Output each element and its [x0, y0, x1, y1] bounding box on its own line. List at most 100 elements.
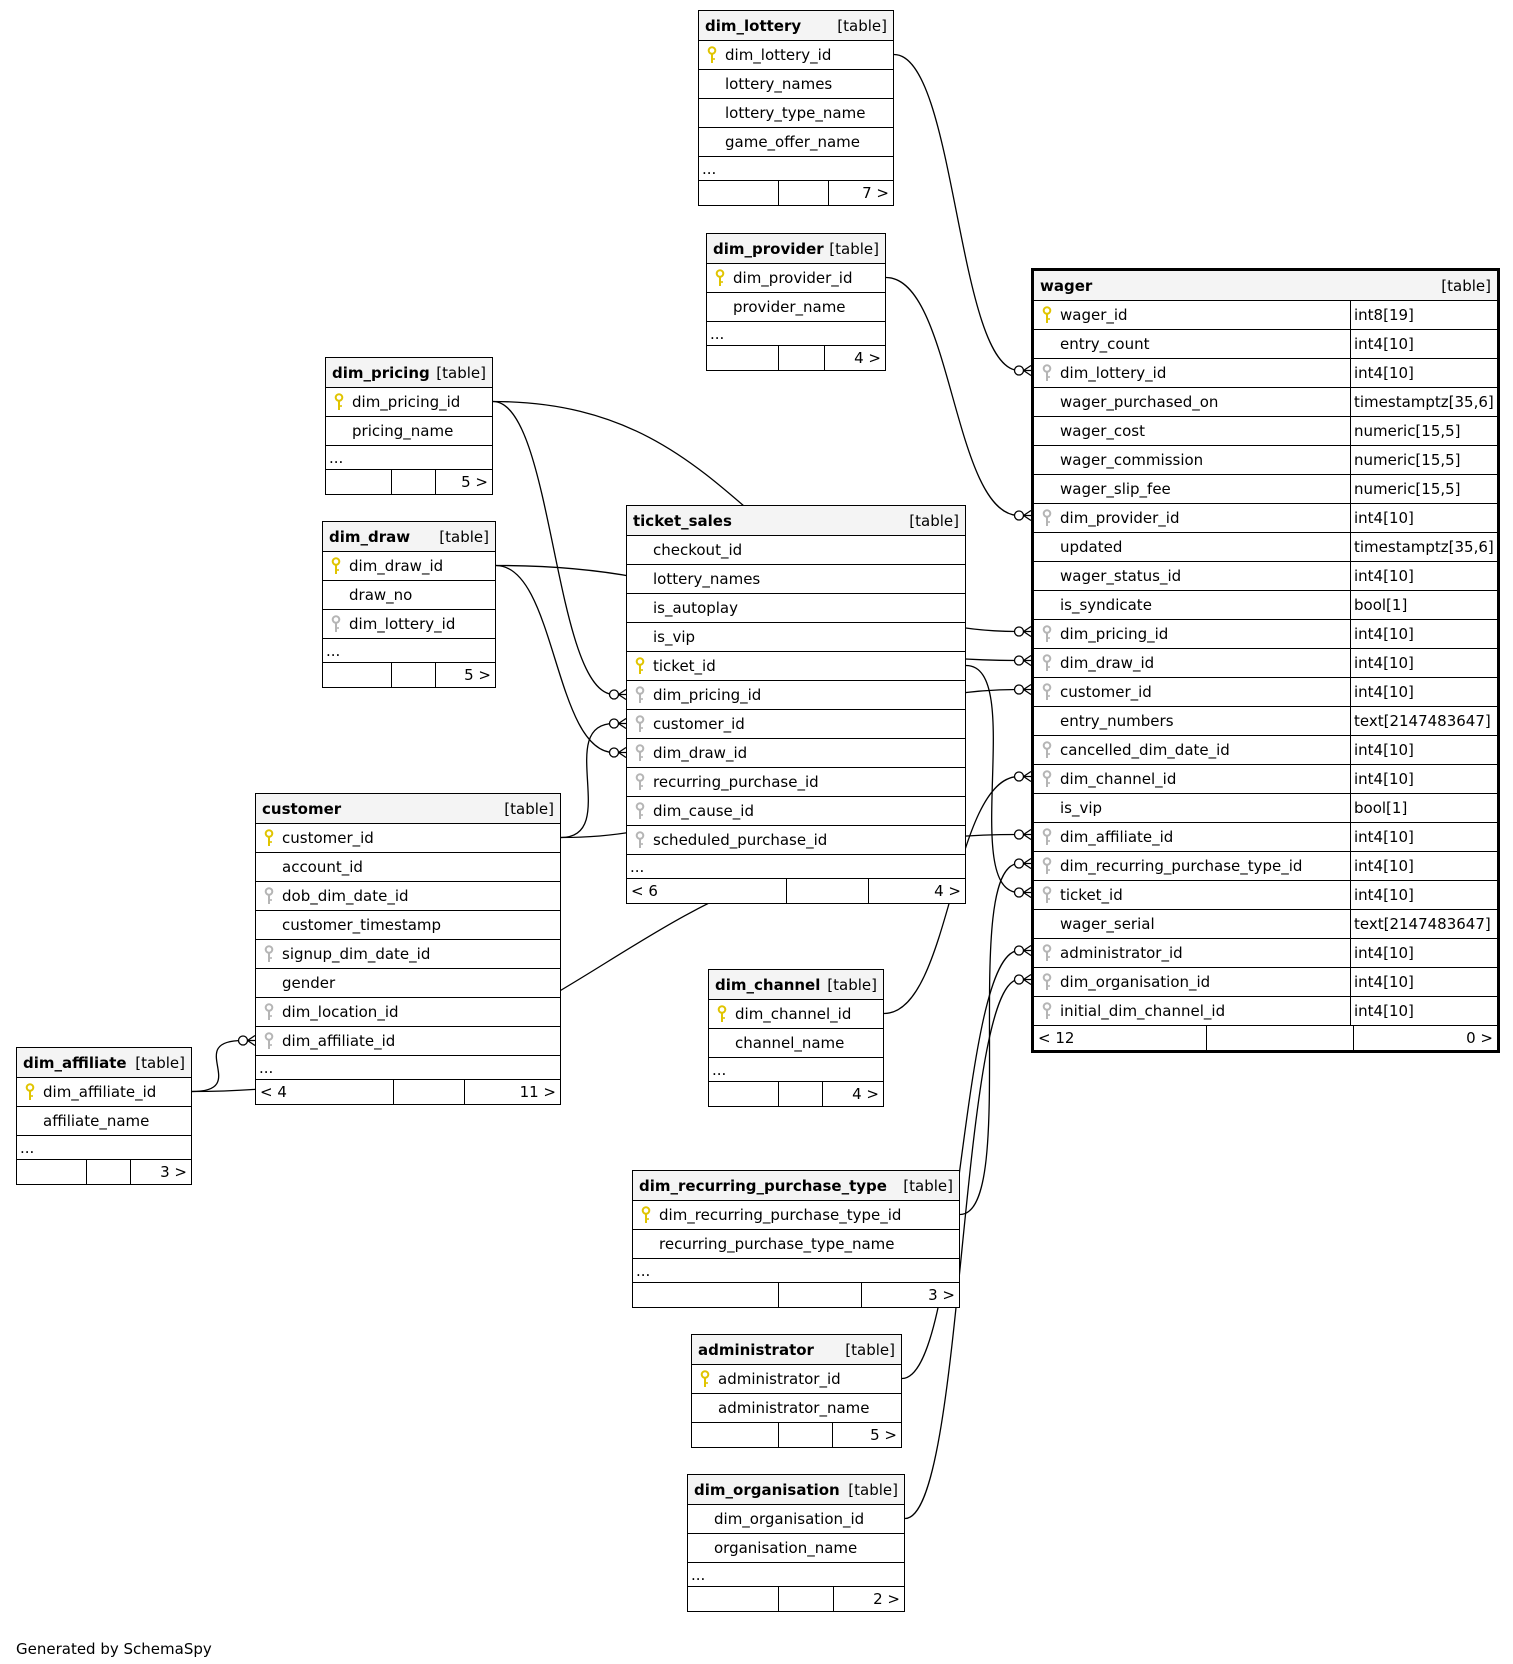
column-row[interactable]: lottery_names [627, 565, 965, 594]
column-row[interactable]: account_id [256, 853, 560, 882]
table-name[interactable]: dim_organisation [694, 1480, 840, 1499]
more-columns-indicator[interactable]: ... [323, 639, 495, 663]
children-count[interactable]: 11 > [519, 1083, 556, 1101]
column-row[interactable]: provider_name [707, 293, 885, 322]
column-row[interactable]: dim_pricing_id [627, 681, 965, 710]
column-row[interactable]: dim_affiliate_id [256, 1027, 560, 1056]
more-columns-indicator[interactable]: ... [699, 157, 893, 181]
column-row[interactable]: affiliate_name [17, 1107, 191, 1136]
table-name[interactable]: administrator [698, 1340, 814, 1359]
children-count[interactable]: 4 > [852, 1085, 879, 1103]
column-row[interactable]: dim_provider_id [707, 264, 885, 293]
column-row[interactable]: lottery_type_name [699, 99, 893, 128]
column-row[interactable]: administrator_id [692, 1365, 901, 1394]
table-name[interactable]: dim_pricing [332, 363, 430, 382]
table-dim-organisation[interactable]: dim_organisation[table]dim_organisation_… [687, 1474, 905, 1612]
column-row[interactable]: dim_pricing_id [326, 388, 492, 417]
parents-count[interactable] [707, 346, 779, 370]
children-count[interactable]: 3 > [160, 1163, 187, 1181]
column-row[interactable]: signup_dim_date_id [256, 940, 560, 969]
column-row[interactable]: dim_draw_id [627, 739, 965, 768]
more-columns-indicator[interactable]: ... [688, 1563, 904, 1587]
column-row[interactable]: dim_affiliate_id [17, 1078, 191, 1107]
children-count[interactable]: 5 > [870, 1426, 897, 1444]
table-name[interactable]: dim_channel [715, 975, 821, 994]
more-columns-indicator[interactable]: ... [17, 1136, 191, 1160]
column-row[interactable]: dim_channel_id [709, 1000, 883, 1029]
children-count[interactable]: 2 > [873, 1590, 900, 1608]
column-row[interactable]: dob_dim_date_id [256, 882, 560, 911]
column-row[interactable]: customer_id [256, 824, 560, 853]
column-row[interactable]: gender [256, 969, 560, 998]
more-columns-indicator[interactable]: ... [326, 446, 492, 470]
column-row[interactable]: scheduled_purchase_id [627, 826, 965, 855]
column-row[interactable]: is_autoplay [627, 594, 965, 623]
table-name[interactable]: dim_affiliate [23, 1053, 127, 1072]
table-name[interactable]: customer [262, 799, 342, 818]
table-dim-recurring-purchase-type[interactable]: dim_recurring_purchase_type[table]dim_re… [632, 1170, 960, 1308]
parents-count[interactable] [709, 1082, 779, 1106]
column-row[interactable]: dim_organisation_id [688, 1505, 904, 1534]
column-row[interactable]: recurring_purchase_id [627, 768, 965, 797]
column-row[interactable]: draw_no [323, 581, 495, 610]
parents-count[interactable] [688, 1587, 779, 1611]
table-name[interactable]: ticket_sales [633, 511, 732, 530]
parents-count[interactable] [326, 470, 392, 494]
children-count[interactable]: 5 > [464, 666, 491, 684]
column-row[interactable]: organisation_name [688, 1534, 904, 1563]
column-row[interactable]: pricing_name [326, 417, 492, 446]
more-columns-indicator[interactable]: ... [633, 1259, 959, 1283]
children-count[interactable]: 3 > [928, 1286, 955, 1304]
children-count[interactable]: 5 > [461, 473, 488, 491]
column-row[interactable]: game_offer_name [699, 128, 893, 157]
column-row[interactable]: channel_name [709, 1029, 883, 1058]
column-row[interactable]: dim_location_id [256, 998, 560, 1027]
parents-count[interactable] [17, 1160, 87, 1184]
more-columns-indicator[interactable]: ... [707, 322, 885, 346]
table-name[interactable]: dim_draw [329, 527, 411, 546]
children-count[interactable]: 4 > [854, 349, 881, 367]
children-count[interactable]: 0 > [1466, 1029, 1493, 1047]
column-row[interactable]: dim_recurring_purchase_type_id [633, 1201, 959, 1230]
table-name[interactable]: dim_lottery [705, 16, 802, 35]
column-row[interactable]: customer_timestamp [256, 911, 560, 940]
column-row[interactable]: lottery_names [699, 70, 893, 99]
parents-count[interactable] [633, 1283, 779, 1307]
table-name[interactable]: dim_recurring_purchase_type [639, 1176, 887, 1195]
children-count[interactable]: 4 > [934, 882, 961, 900]
column-row[interactable]: dim_cause_id [627, 797, 965, 826]
table-name[interactable]: dim_provider [713, 239, 824, 258]
parents-count[interactable] [323, 663, 392, 687]
children-count[interactable]: 7 > [862, 184, 889, 202]
column-row[interactable]: dim_lottery_id [323, 610, 495, 639]
